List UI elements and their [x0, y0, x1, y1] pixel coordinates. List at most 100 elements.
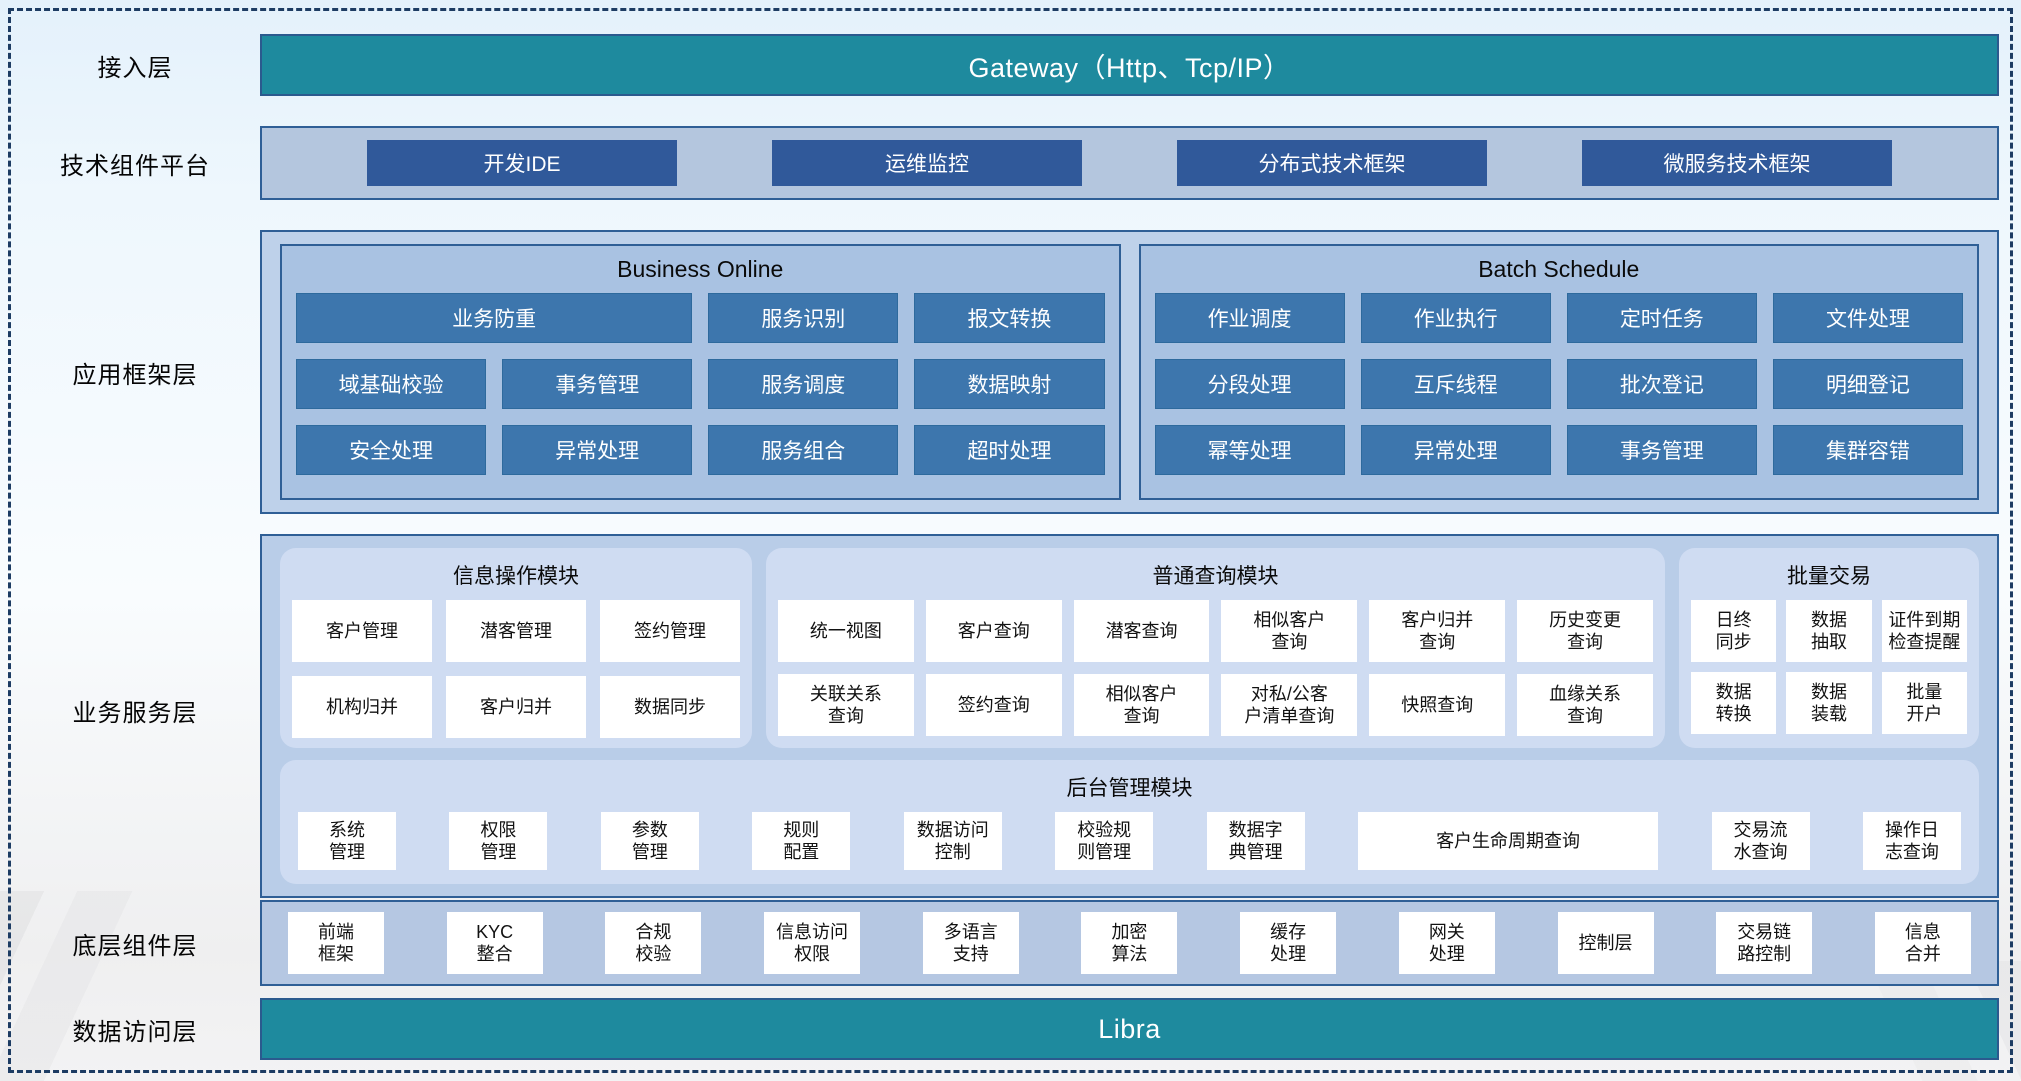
layer-row-access: 接入层 Gateway（Http、Tcp/IP） — [10, 34, 1999, 96]
app-framework-content: Business Online 业务防重服务识别报文转换域基础校验事务管理服务调… — [260, 230, 1999, 514]
tech-component-box: 微服务技术框架 — [1582, 140, 1892, 186]
batch-schedule-title: Batch Schedule — [1478, 256, 1640, 282]
data-access-content: Libra — [260, 998, 1999, 1060]
business-online-panel: Business Online 业务防重服务识别报文转换域基础校验事务管理服务调… — [280, 244, 1121, 500]
batch-schedule-box: 幂等处理 — [1154, 425, 1345, 475]
batch-transaction-chip: 数据 抽取 — [1786, 600, 1872, 662]
common-query-chip: 血缘关系 查询 — [1517, 674, 1653, 736]
backend-admin-chip: 校验规 则管理 — [1055, 812, 1154, 870]
batch-transaction-title: 批量交易 — [1787, 565, 1871, 588]
backend-admin-chip-row: 系统 管理权限 管理参数 管理规则 配置数据访问 控制校验规 则管理数据字 典管… — [292, 812, 1967, 874]
base-component-chip: 信息 合并 — [1874, 912, 1971, 974]
common-query-chip: 相似客户 查询 — [1073, 674, 1210, 736]
common-query-module: 普通查询模块 统一视图客户查询潜客查询相似客户 查询客户归并 查询历史变更 查询… — [766, 548, 1665, 748]
batch-schedule-box: 作业执行 — [1360, 293, 1551, 343]
info-operation-grid: 客户管理潜客管理签约管理机构归并客户归并数据同步 — [292, 600, 740, 738]
layer-label-app-framework: 应用框架层 — [72, 361, 198, 389]
business-online-box: 服务组合 — [708, 425, 899, 475]
layer-label-access: 接入层 — [97, 54, 173, 82]
backend-admin-chip: 交易流 水查询 — [1711, 812, 1810, 870]
batch-schedule-box: 文件处理 — [1772, 293, 1963, 343]
batch-transaction-chip: 日终 同步 — [1691, 600, 1777, 662]
business-online-box: 服务调度 — [708, 359, 899, 409]
info-operation-module: 信息操作模块 客户管理潜客管理签约管理机构归并客户归并数据同步 — [280, 548, 752, 748]
common-query-chip: 关联关系 查询 — [778, 674, 914, 736]
layer-label-data-access: 数据访问层 — [72, 1018, 198, 1046]
business-online-box: 超时处理 — [914, 425, 1105, 475]
batch-schedule-box: 明细登记 — [1772, 359, 1963, 409]
backend-admin-chip: 权限 管理 — [449, 812, 548, 870]
common-query-title: 普通查询模块 — [1152, 565, 1279, 588]
layer-row-business-service: 业务服务层 信息操作模块 客户管理潜客管理签约管理机构归并客户归并数据同步 普通… — [10, 534, 1999, 898]
common-query-chip: 相似客户 查询 — [1221, 600, 1358, 662]
libra-title: Libra — [1098, 1013, 1161, 1044]
info-operation-chip: 客户归并 — [446, 676, 586, 738]
common-query-chip: 对私/公客 户清单查询 — [1221, 674, 1358, 736]
info-operation-chip: 潜客管理 — [446, 600, 586, 662]
base-component-chip: 交易链 路控制 — [1716, 912, 1813, 974]
common-query-chip: 历史变更 查询 — [1517, 600, 1653, 662]
base-component-chip: 前端 框架 — [288, 912, 384, 974]
batch-schedule-panel: Batch Schedule 作业调度作业执行定时任务文件处理分段处理互斥线程批… — [1138, 244, 1979, 500]
info-operation-title: 信息操作模块 — [453, 565, 579, 588]
common-query-chip: 签约查询 — [925, 674, 1062, 736]
layer-label-tech-platform: 技术组件平台 — [60, 152, 210, 180]
common-query-grid: 统一视图客户查询潜客查询相似客户 查询客户归并 查询历史变更 查询关联关系 查询… — [778, 600, 1653, 736]
batch-schedule-box: 异常处理 — [1360, 425, 1551, 475]
backend-admin-chip: 系统 管理 — [298, 812, 396, 870]
common-query-chip: 客户归并 查询 — [1369, 600, 1506, 662]
backend-admin-title: 后台管理模块 — [1066, 777, 1193, 800]
batch-schedule-box: 事务管理 — [1566, 425, 1757, 475]
gateway-title: Gateway（Http、Tcp/IP） — [968, 52, 1291, 83]
base-component-chip: 网关 处理 — [1398, 912, 1495, 974]
batch-schedule-box: 批次登记 — [1566, 359, 1757, 409]
info-operation-chip: 签约管理 — [600, 600, 740, 662]
info-operation-chip: 数据同步 — [600, 676, 740, 738]
backend-admin-chip: 规则 配置 — [752, 812, 851, 870]
batch-schedule-box: 集群容错 — [1772, 425, 1963, 475]
business-online-box: 安全处理 — [296, 425, 487, 475]
layer-row-app-framework: 应用框架层 Business Online 业务防重服务识别报文转换域基础校验事… — [10, 230, 1999, 514]
common-query-chip: 潜客查询 — [1073, 600, 1210, 662]
batch-schedule-box: 作业调度 — [1154, 293, 1345, 343]
business-online-box: 报文转换 — [914, 293, 1105, 343]
business-online-box: 异常处理 — [502, 425, 693, 475]
backend-admin-chip: 数据访问 控制 — [903, 812, 1002, 870]
libra-bar: Libra — [260, 998, 1999, 1060]
common-query-chip: 客户查询 — [925, 600, 1062, 662]
info-operation-chip: 客户管理 — [292, 600, 432, 662]
business-online-box: 业务防重 — [296, 293, 693, 343]
batch-schedule-box: 分段处理 — [1154, 359, 1345, 409]
business-online-box: 数据映射 — [914, 359, 1105, 409]
business-online-box: 域基础校验 — [296, 359, 487, 409]
info-operation-chip: 机构归并 — [292, 676, 432, 738]
backend-admin-chip: 数据字 典管理 — [1206, 812, 1305, 870]
backend-admin-chip: 操作日 志查询 — [1862, 812, 1961, 870]
common-query-chip: 快照查询 — [1369, 674, 1506, 736]
access-content: Gateway（Http、Tcp/IP） — [260, 34, 1999, 96]
batch-transaction-chip: 数据 装载 — [1786, 672, 1872, 734]
layer-label-business-service: 业务服务层 — [72, 699, 198, 727]
base-component-chip: 信息访问 权限 — [764, 912, 861, 974]
business-service-content: 信息操作模块 客户管理潜客管理签约管理机构归并客户归并数据同步 普通查询模块 统… — [260, 534, 1999, 898]
batch-transaction-chip: 数据 转换 — [1691, 672, 1777, 734]
tech-component-box: 分布式技术框架 — [1177, 140, 1487, 186]
batch-transaction-grid: 日终 同步数据 抽取证件到期 检查提醒数据 转换数据 装载批量 开户 — [1691, 600, 1967, 734]
layer-row-data-access: 数据访问层 Libra — [10, 998, 1999, 1060]
business-service-panel: 信息操作模块 客户管理潜客管理签约管理机构归并客户归并数据同步 普通查询模块 统… — [260, 534, 1999, 898]
app-framework-panel: Business Online 业务防重服务识别报文转换域基础校验事务管理服务调… — [260, 230, 1999, 514]
batch-transaction-chip: 证件到期 检查提醒 — [1881, 600, 1967, 662]
base-component-chip: 缓存 处理 — [1240, 912, 1337, 974]
base-component-chip: KYC 整合 — [446, 912, 543, 974]
batch-schedule-box: 定时任务 — [1566, 293, 1757, 343]
base-component-chip: 多语言 支持 — [922, 912, 1019, 974]
layer-label-base-component: 底层组件层 — [72, 932, 198, 960]
batch-transaction-module: 批量交易 日终 同步数据 抽取证件到期 检查提醒数据 转换数据 装载批量 开户 — [1679, 548, 1979, 748]
